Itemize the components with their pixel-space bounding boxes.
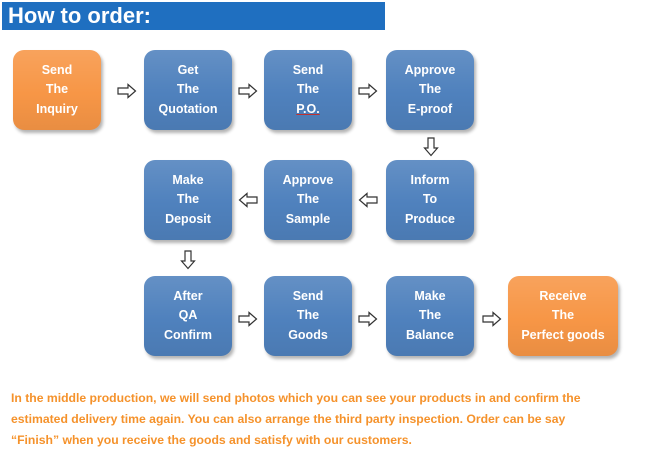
arrow-right-icon	[117, 83, 137, 99]
step-approve-sample: Approve The Sample	[264, 160, 352, 240]
step-line: Receive	[539, 288, 587, 303]
arrow-left-icon	[358, 192, 378, 208]
page-title: How to order:	[8, 3, 151, 28]
step-make-deposit: Make The Deposit	[144, 160, 232, 240]
step-line: Inquiry	[36, 101, 78, 116]
step-line: The	[418, 308, 442, 323]
step-line: Make	[414, 288, 446, 303]
step-inform-produce: Inform To Produce	[386, 160, 474, 240]
step-line: The	[296, 308, 320, 323]
arrow-right-icon	[238, 311, 258, 327]
step-approve-eproof: Approve The E-proof	[386, 50, 474, 130]
step-line: Inform	[410, 172, 450, 187]
step-line: Goods	[288, 327, 328, 342]
step-make-balance: Make The Balance	[386, 276, 474, 356]
arrow-down-icon	[180, 250, 196, 270]
step-line: P.O.	[296, 101, 320, 116]
header-banner: How to order:	[2, 2, 385, 30]
step-line: Quotation	[158, 101, 218, 116]
note-line: “Finish” when you receive the goods and …	[11, 433, 412, 447]
step-line: The	[296, 82, 320, 97]
step-after-qa-confirm: After QA Confirm	[144, 276, 232, 356]
note-line: estimated delivery time again. You can a…	[11, 412, 566, 426]
step-line: After	[173, 288, 203, 303]
step-line: The	[551, 308, 575, 323]
arrow-left-icon	[238, 192, 258, 208]
step-line: Sample	[285, 211, 331, 226]
step-line: Make	[172, 172, 204, 187]
step-line: E-proof	[407, 101, 453, 116]
step-receive-goods: Receive The Perfect goods	[508, 276, 618, 356]
step-line: Send	[292, 62, 324, 77]
step-get-quotation: Get The Quotation	[144, 50, 232, 130]
step-line: Send	[41, 62, 73, 77]
step-line: The	[176, 192, 200, 207]
step-line: The	[418, 82, 442, 97]
step-line: QA	[178, 308, 198, 323]
step-line: Perfect goods	[521, 327, 605, 342]
step-line: Send	[292, 288, 324, 303]
step-line: Get	[177, 62, 199, 77]
arrow-right-icon	[238, 83, 258, 99]
step-send-goods: Send The Goods	[264, 276, 352, 356]
step-line: To	[422, 192, 438, 207]
step-line: The	[296, 192, 320, 207]
note-line: In the middle production, we will send p…	[11, 391, 581, 405]
step-line: The	[176, 82, 200, 97]
step-line: Produce	[404, 211, 455, 226]
step-line: Balance	[406, 327, 454, 342]
order-note: In the middle production, we will send p…	[11, 388, 651, 451]
step-send-po: Send The P.O.	[264, 50, 352, 130]
arrow-right-icon	[358, 83, 378, 99]
step-line: Approve	[404, 62, 456, 77]
step-line: Confirm	[164, 327, 212, 342]
step-line: Deposit	[165, 211, 211, 226]
arrow-right-icon	[482, 311, 502, 327]
step-line: The	[45, 82, 69, 97]
step-line: Approve	[282, 172, 334, 187]
step-send-inquiry: Send The Inquiry	[13, 50, 101, 130]
arrow-down-icon	[423, 137, 439, 157]
arrow-right-icon	[358, 311, 378, 327]
